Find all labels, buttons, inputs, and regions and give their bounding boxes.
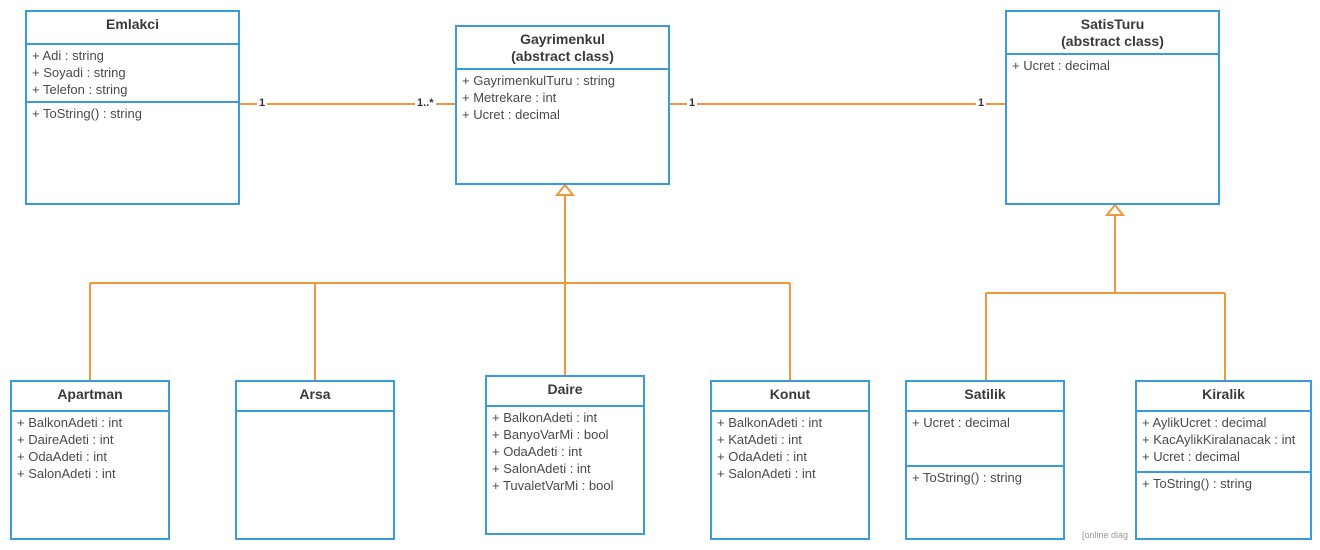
attribute: + KacAylikKiralanacak : int bbox=[1142, 432, 1296, 447]
attribute: + SalonAdeti : int bbox=[717, 466, 816, 481]
class-header: Gayrimenkul (abstract class) bbox=[457, 27, 668, 70]
attribute: + GayrimenkulTuru : string bbox=[462, 73, 616, 88]
attribute: + Telefon : string bbox=[32, 82, 128, 97]
attribute: + BanyoVarMi : bool bbox=[492, 427, 609, 442]
attribute: + Adi : string bbox=[32, 48, 104, 63]
attribute: + OdaAdeti : int bbox=[717, 449, 807, 464]
class-name: Arsa bbox=[237, 382, 393, 412]
mult-gayrimenkul-side-left: 1..* bbox=[415, 97, 436, 109]
attribute: + Ucret : decimal bbox=[1142, 449, 1240, 464]
class-name: Gayrimenkul bbox=[520, 31, 605, 47]
attribute: + AylikUcret : decimal bbox=[1142, 415, 1267, 430]
attribute: + DaireAdeti : int bbox=[17, 432, 114, 447]
class-name: Apartman bbox=[12, 382, 168, 412]
mult-satisturu-side: 1 bbox=[976, 97, 987, 109]
class-name: SatisTuru bbox=[1080, 16, 1145, 32]
class-arsa[interactable]: Arsa bbox=[235, 380, 395, 540]
attribute: + Ucret : decimal bbox=[1012, 58, 1110, 73]
class-name: Emlakci bbox=[27, 12, 238, 45]
attribute: + OdaAdeti : int bbox=[492, 444, 582, 459]
attribute: + Ucret : decimal bbox=[462, 107, 560, 122]
attribute: + SalonAdeti : int bbox=[17, 466, 116, 481]
methods-section: + ToString() : string bbox=[27, 103, 238, 124]
mult-gayrimenkul-side-right: 1 bbox=[687, 97, 698, 109]
attribute: + TuvaletVarMi : bool bbox=[492, 478, 614, 493]
class-stereotype: (abstract class) bbox=[1061, 33, 1164, 49]
class-name: Konut bbox=[712, 382, 868, 412]
attributes-section: + AylikUcret : decimal + KacAylikKiralan… bbox=[1137, 412, 1310, 473]
attribute: + BalkonAdeti : int bbox=[492, 410, 598, 425]
method: + ToString() : string bbox=[1142, 476, 1252, 491]
attributes-section: + Ucret : decimal bbox=[1007, 55, 1218, 76]
class-stereotype: (abstract class) bbox=[511, 48, 614, 64]
watermark: [online diag bbox=[1082, 530, 1129, 540]
class-name: Satilik bbox=[907, 382, 1063, 412]
class-name: Kiralik bbox=[1137, 382, 1310, 412]
attributes-section: + BalkonAdeti : int + KatAdeti : int + O… bbox=[712, 412, 868, 484]
class-apartman[interactable]: Apartman + BalkonAdeti : int + DaireAdet… bbox=[10, 380, 170, 540]
method: + ToString() : string bbox=[32, 106, 142, 121]
class-satilik[interactable]: Satilik + Ucret : decimal + ToString() :… bbox=[905, 380, 1065, 540]
generalization-arrow-gayrimenkul bbox=[554, 183, 576, 196]
class-kiralik[interactable]: Kiralik + AylikUcret : decimal + KacAyli… bbox=[1135, 380, 1312, 540]
mult-emlakci-side: 1 bbox=[257, 97, 268, 109]
methods-section: + ToString() : string bbox=[907, 467, 1063, 488]
class-daire[interactable]: Daire + BalkonAdeti : int + BanyoVarMi :… bbox=[485, 375, 645, 535]
attribute: + SalonAdeti : int bbox=[492, 461, 591, 476]
attributes-section: + Adi : string + Soyadi : string + Telef… bbox=[27, 45, 238, 103]
attributes-section: + BalkonAdeti : int + BanyoVarMi : bool … bbox=[487, 407, 643, 496]
methods-section: + ToString() : string bbox=[1137, 473, 1310, 494]
attribute: + KatAdeti : int bbox=[717, 432, 802, 447]
method: + ToString() : string bbox=[912, 470, 1022, 485]
attribute: + OdaAdeti : int bbox=[17, 449, 107, 464]
attribute: + Metrekare : int bbox=[462, 90, 557, 105]
class-header: SatisTuru (abstract class) bbox=[1007, 12, 1218, 55]
class-satisturu[interactable]: SatisTuru (abstract class) + Ucret : dec… bbox=[1005, 10, 1220, 205]
class-emlakci[interactable]: Emlakci + Adi : string + Soyadi : string… bbox=[25, 10, 240, 205]
generalization-arrow-satisturu bbox=[1104, 203, 1126, 216]
attributes-section: + GayrimenkulTuru : string + Metrekare :… bbox=[457, 70, 668, 125]
attribute: + BalkonAdeti : int bbox=[17, 415, 123, 430]
attribute: + BalkonAdeti : int bbox=[717, 415, 823, 430]
attribute: + Soyadi : string bbox=[32, 65, 126, 80]
attribute: + Ucret : decimal bbox=[912, 415, 1010, 430]
class-name: Daire bbox=[487, 377, 643, 407]
attributes-section: + Ucret : decimal bbox=[907, 412, 1063, 467]
class-konut[interactable]: Konut + BalkonAdeti : int + KatAdeti : i… bbox=[710, 380, 870, 540]
class-gayrimenkul[interactable]: Gayrimenkul (abstract class) + Gayrimenk… bbox=[455, 25, 670, 185]
attributes-section: + BalkonAdeti : int + DaireAdeti : int +… bbox=[12, 412, 168, 484]
